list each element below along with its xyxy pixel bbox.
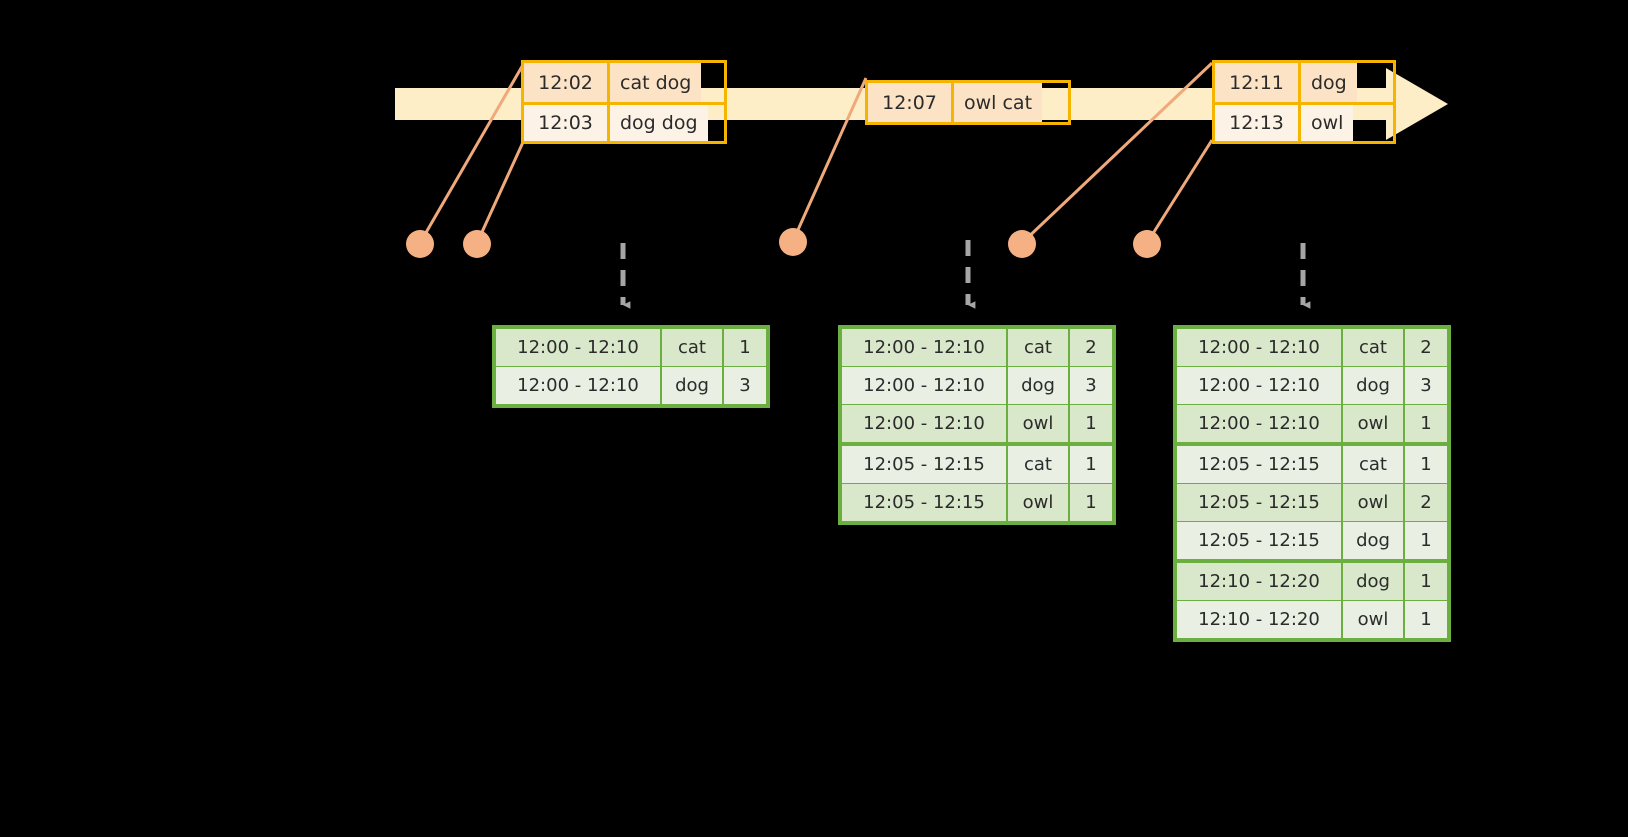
event-time: 12:13 (1215, 105, 1301, 141)
cell-count: 1 (1070, 446, 1112, 483)
event-marker-dot-3 (779, 228, 807, 256)
cell-window: 12:10 - 12:20 (1177, 563, 1341, 600)
table-row[interactable]: 12:10 - 12:20 dog 1 (1177, 563, 1447, 600)
cell-window: 12:00 - 12:10 (496, 367, 660, 404)
cell-window: 12:05 - 12:15 (1177, 522, 1341, 559)
table-row[interactable]: 12:00 - 12:10 cat 1 (496, 329, 766, 366)
connector-line-1 (418, 62, 526, 244)
cell-word: cat (1008, 329, 1068, 366)
result-table-3[interactable]: 12:00 - 12:10 cat 2 12:00 - 12:10 dog 3 … (1173, 325, 1451, 642)
cell-count: 3 (1070, 367, 1112, 404)
event-time: 12:02 (524, 63, 610, 102)
cell-word: dog (1343, 563, 1403, 600)
result-table-2[interactable]: 12:00 - 12:10 cat 2 12:00 - 12:10 dog 3 … (838, 325, 1116, 525)
cell-word: owl (1343, 405, 1403, 442)
table-row[interactable]: 12:00 - 12:10 dog 3 (1177, 367, 1447, 404)
cell-window: 12:05 - 12:15 (842, 484, 1006, 521)
event-words: dog (1301, 63, 1357, 102)
event-group-1[interactable]: 12:02 cat dog 12:03 dog dog (521, 60, 727, 144)
table-row[interactable]: 12:05 - 12:15 owl 1 (842, 484, 1112, 521)
table-row[interactable]: 12:00 - 12:10 dog 3 (842, 367, 1112, 404)
event-time: 12:07 (868, 83, 954, 122)
cell-count: 1 (724, 329, 766, 366)
cell-count: 1 (1405, 446, 1447, 483)
table-row[interactable]: 12:00 - 12:10 owl 1 (842, 405, 1112, 442)
cell-count: 3 (724, 367, 766, 404)
connector-line-3 (791, 77, 868, 242)
cell-count: 1 (1070, 484, 1112, 521)
event-marker-dots (406, 228, 1161, 258)
table-row[interactable]: 12:00 - 12:10 dog 3 (496, 367, 766, 404)
cell-window: 12:10 - 12:20 (1177, 601, 1341, 638)
cell-count: 2 (1405, 329, 1447, 366)
connector-line-5 (1145, 139, 1214, 244)
cell-count: 1 (1405, 522, 1447, 559)
event-words: owl (1301, 105, 1354, 141)
table-row[interactable]: 12:05 - 12:15 dog 1 (1177, 522, 1447, 559)
cell-count: 2 (1070, 329, 1112, 366)
cell-word: cat (1343, 446, 1403, 483)
cell-word: owl (1008, 484, 1068, 521)
cell-count: 1 (1405, 405, 1447, 442)
event-marker-dot-4 (1008, 230, 1036, 258)
cell-window: 12:05 - 12:15 (1177, 484, 1341, 521)
event-row[interactable]: 12:07 owl cat (868, 83, 1068, 122)
cell-count: 1 (1070, 405, 1112, 442)
table-row[interactable]: 12:00 - 12:10 cat 2 (1177, 329, 1447, 366)
cell-window: 12:00 - 12:10 (842, 367, 1006, 404)
cell-window: 12:00 - 12:10 (842, 329, 1006, 366)
event-words: dog dog (610, 105, 708, 141)
event-group-2[interactable]: 12:07 owl cat (865, 80, 1071, 125)
cell-word: owl (1343, 601, 1403, 638)
table-row[interactable]: 12:10 - 12:20 owl 1 (1177, 601, 1447, 638)
cell-word: dog (662, 367, 722, 404)
cell-window: 12:00 - 12:10 (1177, 405, 1341, 442)
cell-word: cat (1343, 329, 1403, 366)
cell-word: dog (1343, 367, 1403, 404)
table-row[interactable]: 12:05 - 12:15 owl 2 (1177, 484, 1447, 521)
table-row[interactable]: 12:05 - 12:15 cat 1 (842, 446, 1112, 483)
cell-word: cat (1008, 446, 1068, 483)
cell-window: 12:05 - 12:15 (842, 446, 1006, 483)
event-row[interactable]: 12:11 dog (1215, 63, 1393, 102)
cell-word: cat (662, 329, 722, 366)
event-group-3[interactable]: 12:11 dog 12:13 owl (1212, 60, 1396, 144)
cell-count: 2 (1405, 484, 1447, 521)
event-marker-dot-5 (1133, 230, 1161, 258)
event-time: 12:11 (1215, 63, 1301, 102)
event-marker-dot-1 (406, 230, 434, 258)
cell-window: 12:00 - 12:10 (1177, 329, 1341, 366)
event-marker-dot-2 (463, 230, 491, 258)
cell-count: 3 (1405, 367, 1447, 404)
cell-count: 1 (1405, 601, 1447, 638)
cell-word: dog (1008, 367, 1068, 404)
event-words: cat dog (610, 63, 702, 102)
cell-word: dog (1343, 522, 1403, 559)
table-row[interactable]: 12:05 - 12:15 cat 1 (1177, 446, 1447, 483)
connector-line-2 (475, 139, 526, 244)
cell-word: owl (1343, 484, 1403, 521)
cell-window: 12:00 - 12:10 (496, 329, 660, 366)
result-table-1[interactable]: 12:00 - 12:10 cat 1 12:00 - 12:10 dog 3 (492, 325, 770, 408)
event-row[interactable]: 12:03 dog dog (524, 102, 724, 141)
table-row[interactable]: 12:00 - 12:10 owl 1 (1177, 405, 1447, 442)
event-row[interactable]: 12:02 cat dog (524, 63, 724, 102)
cell-word: owl (1008, 405, 1068, 442)
event-row[interactable]: 12:13 owl (1215, 102, 1393, 141)
table-row[interactable]: 12:00 - 12:10 cat 2 (842, 329, 1112, 366)
event-time: 12:03 (524, 105, 610, 141)
cell-window: 12:00 - 12:10 (842, 405, 1006, 442)
event-words: owl cat (954, 83, 1043, 122)
cell-count: 1 (1405, 563, 1447, 600)
emit-arrows (620, 240, 1311, 309)
cell-window: 12:00 - 12:10 (1177, 367, 1341, 404)
cell-window: 12:05 - 12:15 (1177, 446, 1341, 483)
